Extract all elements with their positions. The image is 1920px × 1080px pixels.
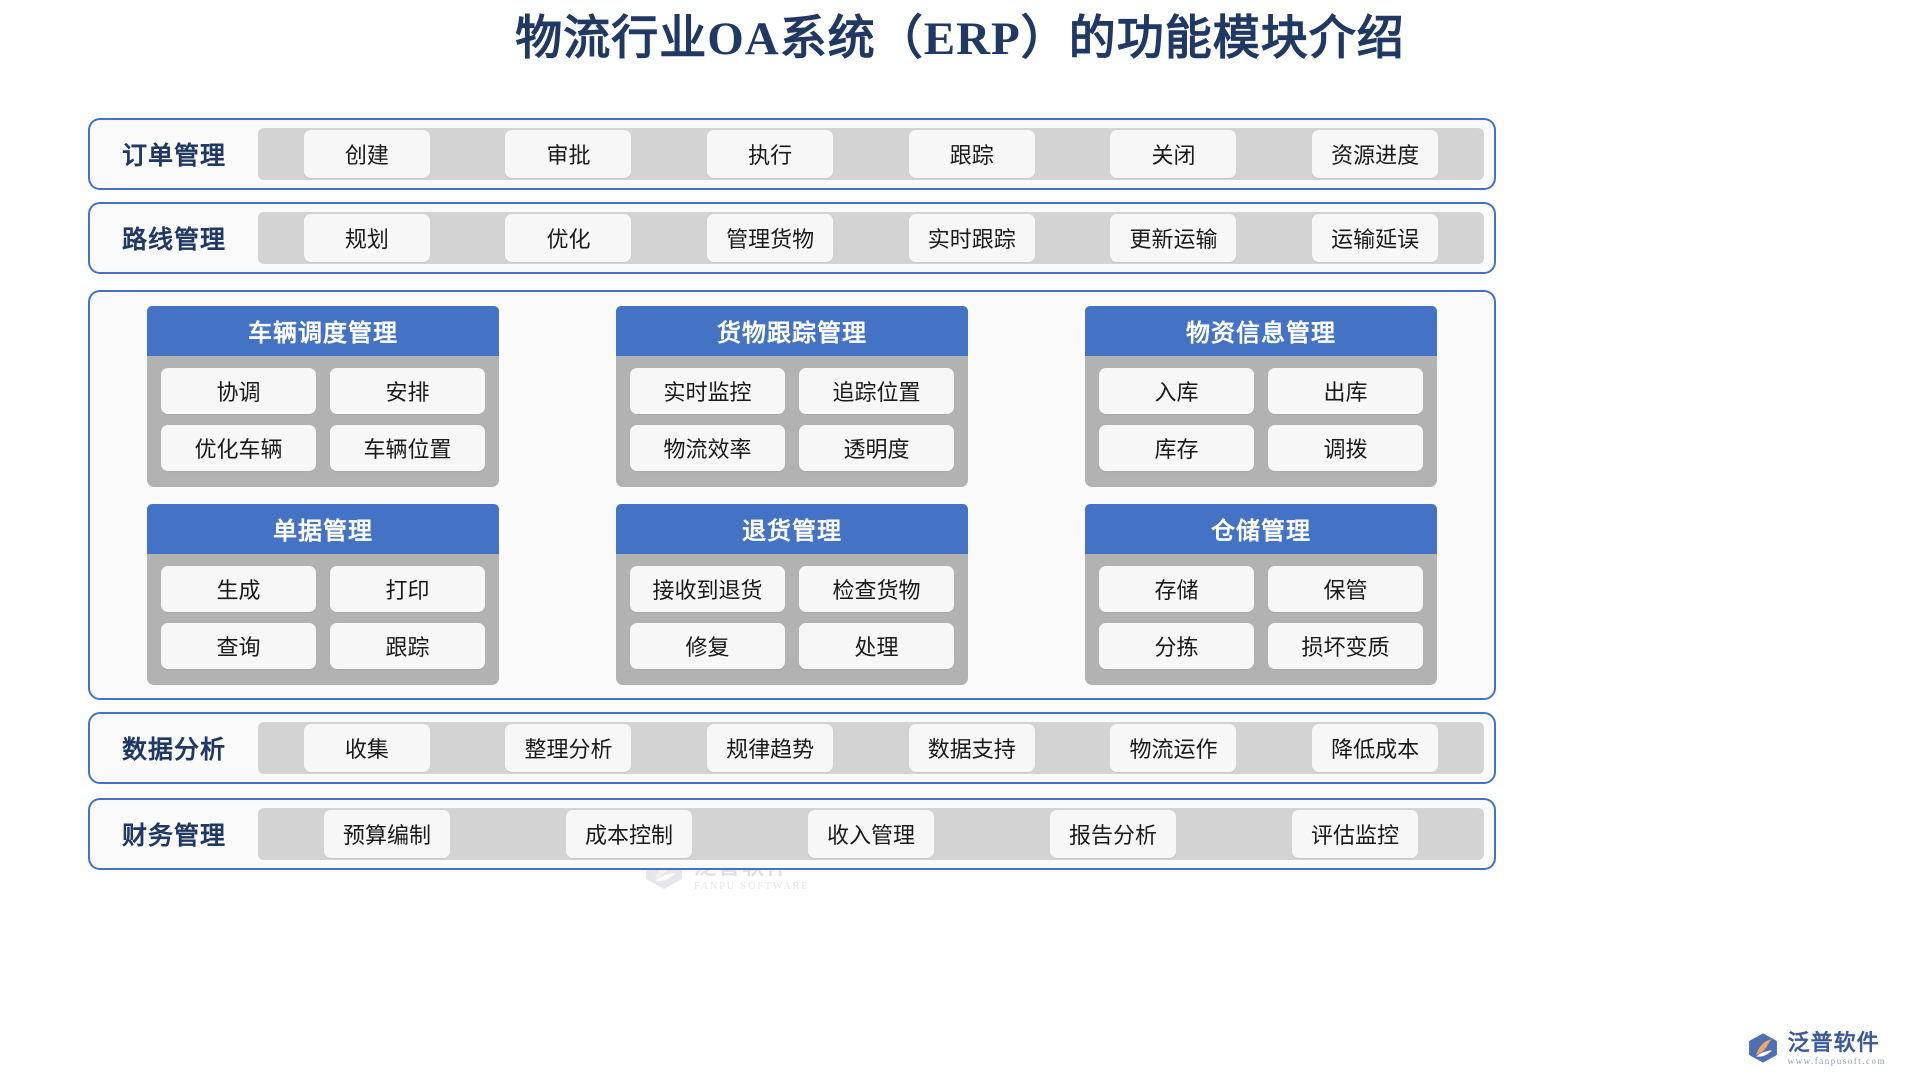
pill-update-transport[interactable]: 更新运输 <box>1110 214 1237 262</box>
card-header: 物资信息管理 <box>1085 305 1437 356</box>
pill-organize-analyze[interactable]: 整理分析 <box>505 724 632 772</box>
pill-custody[interactable]: 保管 <box>1268 565 1423 612</box>
pill-execute[interactable]: 执行 <box>707 130 834 178</box>
pill-approve[interactable]: 审批 <box>505 130 632 178</box>
pill-vehicle-location[interactable]: 车辆位置 <box>330 424 485 471</box>
pill-pattern-trend[interactable]: 规律趋势 <box>707 724 834 772</box>
brand-cn: 泛普软件 <box>1787 1030 1880 1056</box>
card-material-info: 物资信息管理 入库 出库 库存 调拨 <box>1085 305 1437 487</box>
pill-logistics-operation[interactable]: 物流运作 <box>1110 724 1237 772</box>
card-header: 单据管理 <box>147 503 499 554</box>
card-warehouse-management: 仓储管理 存储 保管 分拣 损坏变质 <box>1085 503 1437 685</box>
brand-logo: 泛普软件 www.fanpusoft.com <box>1746 1030 1886 1066</box>
pill-data-support[interactable]: 数据支持 <box>908 724 1035 772</box>
pill-transfer[interactable]: 调拨 <box>1268 424 1423 471</box>
card-body: 生成 打印 查询 跟踪 <box>147 553 499 685</box>
fanpu-brand-icon <box>1748 1033 1777 1063</box>
brand-text: 泛普软件 www.fanpusoft.com <box>1788 1030 1886 1066</box>
band-label: 订单管理 <box>121 143 226 170</box>
band-route-management: 路线管理 规划 优化 管理货物 实时跟踪 更新运输 运输延误 <box>88 202 1496 274</box>
pill-trace-location[interactable]: 追踪位置 <box>799 367 954 414</box>
pill-logistics-efficiency[interactable]: 物流效率 <box>630 424 785 471</box>
pill-budget-preparation[interactable]: 预算编制 <box>324 810 450 858</box>
pill-inventory[interactable]: 库存 <box>1099 424 1254 471</box>
pill-close[interactable]: 关闭 <box>1110 130 1237 178</box>
card-header: 退货管理 <box>616 503 968 554</box>
card-cargo-tracking: 货物跟踪管理 实时监控 追踪位置 物流效率 透明度 <box>616 305 968 487</box>
pill-repair[interactable]: 修复 <box>630 622 785 669</box>
pill-collect[interactable]: 收集 <box>303 724 430 772</box>
pill-arrange[interactable]: 安排 <box>330 367 485 414</box>
pill-outbound[interactable]: 出库 <box>1268 367 1423 414</box>
pill-track[interactable]: 跟踪 <box>908 130 1035 178</box>
pill-print[interactable]: 打印 <box>330 565 485 612</box>
modules-grid: 车辆调度管理 协调 安排 优化车辆 车辆位置 货物跟踪管理 实时监控 追踪位置 … <box>90 292 1494 698</box>
pill-coordinate[interactable]: 协调 <box>161 367 316 414</box>
pill-plan[interactable]: 规划 <box>303 214 430 262</box>
card-vehicle-dispatch: 车辆调度管理 协调 安排 优化车辆 车辆位置 <box>147 305 499 487</box>
pill-receive-return[interactable]: 接收到退货 <box>630 565 785 612</box>
pill-transparency[interactable]: 透明度 <box>799 424 954 471</box>
pill-manage-goods[interactable]: 管理货物 <box>707 214 834 262</box>
card-header: 货物跟踪管理 <box>616 305 968 356</box>
card-body: 入库 出库 库存 调拨 <box>1085 355 1437 487</box>
pill-transport-delay[interactable]: 运输延误 <box>1312 214 1439 262</box>
pill-damage-deterioration[interactable]: 损坏变质 <box>1268 622 1423 669</box>
band-strip: 收集 整理分析 规律趋势 数据支持 物流运作 降低成本 <box>258 722 1484 774</box>
card-document-management: 单据管理 生成 打印 查询 跟踪 <box>147 503 499 685</box>
band-label: 财务管理 <box>121 823 226 850</box>
band-strip: 创建 审批 执行 跟踪 关闭 资源进度 <box>258 128 1484 180</box>
band-order-management: 订单管理 创建 审批 执行 跟踪 关闭 资源进度 <box>88 118 1496 190</box>
brand-en: www.fanpusoft.com <box>1787 1055 1886 1066</box>
pill-inbound[interactable]: 入库 <box>1099 367 1254 414</box>
pill-inspect-goods[interactable]: 检查货物 <box>799 565 954 612</box>
pill-resource-progress[interactable]: 资源进度 <box>1312 130 1439 178</box>
band-label: 路线管理 <box>121 227 226 254</box>
pill-realtime-track[interactable]: 实时跟踪 <box>908 214 1035 262</box>
pill-optimize[interactable]: 优化 <box>505 214 632 262</box>
band-strip: 规划 优化 管理货物 实时跟踪 更新运输 运输延误 <box>258 212 1484 264</box>
pill-realtime-monitor[interactable]: 实时监控 <box>630 367 785 414</box>
pill-query[interactable]: 查询 <box>161 622 316 669</box>
band-label: 数据分析 <box>121 737 226 764</box>
pill-reduce-cost[interactable]: 降低成本 <box>1312 724 1439 772</box>
pill-report-analysis[interactable]: 报告分析 <box>1050 810 1176 858</box>
modules-container: 车辆调度管理 协调 安排 优化车辆 车辆位置 货物跟踪管理 实时监控 追踪位置 … <box>88 290 1496 892</box>
pill-cost-control[interactable]: 成本控制 <box>566 810 692 858</box>
pill-assessment-monitor[interactable]: 评估监控 <box>1292 810 1418 858</box>
watermark-en: FANPU SOFTWARE <box>694 880 810 892</box>
pill-sorting[interactable]: 分拣 <box>1099 622 1254 669</box>
page-title: 物流行业OA系统（ERP）的功能模块介绍 <box>515 13 1405 65</box>
card-header: 仓储管理 <box>1085 503 1437 554</box>
pill-doc-track[interactable]: 跟踪 <box>330 622 485 669</box>
card-body: 接收到退货 检查货物 修复 处理 <box>616 553 968 685</box>
pill-optimize-vehicle[interactable]: 优化车辆 <box>161 424 316 471</box>
pill-generate[interactable]: 生成 <box>161 565 316 612</box>
card-body: 存储 保管 分拣 损坏变质 <box>1085 553 1437 685</box>
band-strip: 预算编制 成本控制 收入管理 报告分析 评估监控 <box>258 808 1484 860</box>
band-data-analysis: 数据分析 收集 整理分析 规律趋势 数据支持 物流运作 降低成本 <box>88 712 1496 784</box>
card-body: 协调 安排 优化车辆 车辆位置 <box>147 355 499 487</box>
pill-create[interactable]: 创建 <box>303 130 430 178</box>
card-body: 实时监控 追踪位置 物流效率 透明度 <box>616 355 968 487</box>
card-header: 车辆调度管理 <box>147 305 499 356</box>
card-return-management: 退货管理 接收到退货 检查货物 修复 处理 <box>616 503 968 685</box>
pill-revenue-management[interactable]: 收入管理 <box>808 810 934 858</box>
pill-process[interactable]: 处理 <box>799 622 954 669</box>
band-finance-management: 财务管理 预算编制 成本控制 收入管理 报告分析 评估监控 <box>88 798 1496 870</box>
pill-storage[interactable]: 存储 <box>1099 565 1254 612</box>
